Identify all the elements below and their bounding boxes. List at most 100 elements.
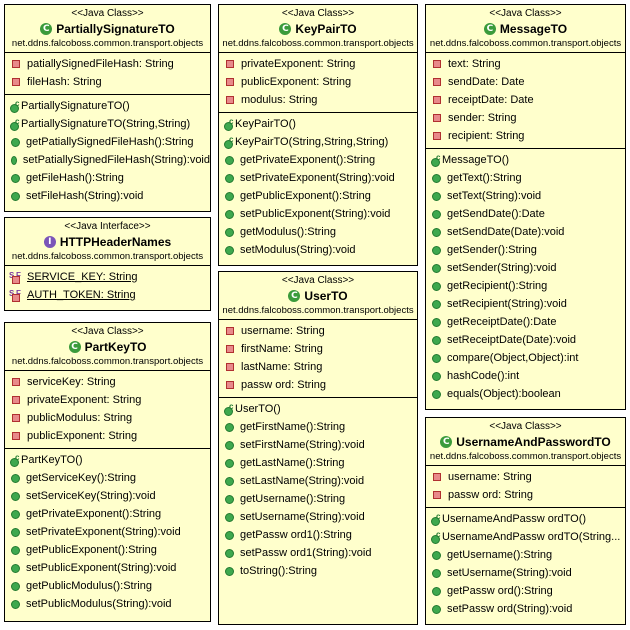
static-final-field-icon: SF bbox=[9, 271, 23, 284]
private-field-icon bbox=[433, 114, 441, 122]
method-row: getSendDate():Date bbox=[426, 205, 625, 223]
field-row: recipient: String bbox=[426, 127, 625, 145]
public-method-icon bbox=[225, 245, 234, 255]
field-row: firstName: String bbox=[219, 340, 417, 358]
method-row: getRecipient():String bbox=[426, 277, 625, 295]
public-method-icon bbox=[432, 389, 441, 399]
method-row: setPrivateExponent(String):void bbox=[219, 169, 417, 187]
method-row: getPublicModulus():String bbox=[5, 577, 210, 595]
public-method-icon bbox=[225, 422, 234, 432]
stereotype: <<Java Class>> bbox=[281, 8, 355, 19]
field-row: publicExponent: String bbox=[219, 73, 417, 91]
method-row: getUsername():String bbox=[426, 546, 625, 564]
private-field-icon bbox=[433, 60, 441, 68]
public-method-icon bbox=[432, 550, 441, 560]
fields-section: username: String firstName: String lastN… bbox=[219, 320, 417, 398]
method-row: setUsername(String):void bbox=[426, 564, 625, 582]
public-method-icon bbox=[432, 245, 441, 255]
private-field-icon bbox=[12, 78, 20, 86]
method-row: getPatiallySignedFileHash():String bbox=[5, 133, 210, 151]
static-final-field-icon: SF bbox=[9, 289, 23, 302]
public-method-icon bbox=[225, 227, 234, 237]
method-row: getLastName():String bbox=[219, 454, 417, 472]
public-method-icon bbox=[225, 440, 234, 450]
field-row: fileHash: String bbox=[5, 73, 210, 91]
public-method-icon bbox=[11, 173, 20, 183]
public-method-icon bbox=[432, 353, 441, 363]
constructor-icon: c bbox=[430, 530, 442, 544]
method-row: setModulus(String):void bbox=[219, 241, 417, 259]
public-method-icon bbox=[11, 191, 20, 201]
method-row: getServiceKey():String bbox=[5, 469, 210, 487]
private-field-icon bbox=[433, 473, 441, 481]
fields-section: patiallySignedFileHash: String fileHash:… bbox=[5, 53, 210, 95]
private-field-icon bbox=[226, 345, 234, 353]
method-row: setReceiptDate(Date):void bbox=[426, 331, 625, 349]
field-row: lastName: String bbox=[219, 358, 417, 376]
stereotype: <<Java Class>> bbox=[71, 8, 144, 19]
method-row: setFirstName(String):void bbox=[219, 436, 417, 454]
package-name: net.ddns.falcoboss.common.transport.obje… bbox=[222, 305, 414, 316]
constant-row: SFSERVICE_KEY: String bbox=[5, 268, 210, 286]
method-row: setPassw ord1(String):void bbox=[219, 544, 417, 562]
constructor-icon: c bbox=[430, 512, 442, 526]
public-method-icon bbox=[432, 299, 441, 309]
package-name: net.ddns.falcoboss.common.transport.obje… bbox=[429, 38, 622, 49]
method-row: toString():String bbox=[219, 562, 417, 580]
constants-section: SFSERVICE_KEY: String SFAUTH_TOKEN: Stri… bbox=[5, 266, 210, 307]
public-method-icon bbox=[432, 568, 441, 578]
private-field-icon bbox=[226, 363, 234, 371]
public-method-icon bbox=[11, 527, 20, 537]
method-row: getSender():String bbox=[426, 241, 625, 259]
field-row: username: String bbox=[426, 468, 625, 486]
private-field-icon bbox=[433, 132, 441, 140]
method-row: setPrivateExponent(String):void bbox=[5, 523, 210, 541]
private-field-icon bbox=[226, 60, 234, 68]
public-method-icon bbox=[225, 530, 234, 540]
public-method-icon bbox=[11, 581, 20, 591]
fields-section: privateExponent: String publicExponent: … bbox=[219, 53, 417, 113]
public-method-icon bbox=[225, 209, 234, 219]
public-method-icon bbox=[432, 371, 441, 381]
field-row: publicModulus: String bbox=[5, 409, 210, 427]
method-row: setPatiallySignedFileHash(String):void bbox=[5, 151, 210, 169]
fields-section: serviceKey: String privateExponent: Stri… bbox=[5, 371, 210, 449]
method-row: getPublicExponent():String bbox=[219, 187, 417, 205]
constructor-icon: c bbox=[223, 135, 235, 149]
private-field-icon bbox=[12, 414, 20, 422]
stereotype: <<Java Class>> bbox=[281, 275, 355, 286]
public-method-icon bbox=[432, 209, 441, 219]
class-icon: C bbox=[40, 23, 53, 35]
method-row: getReceiptDate():Date bbox=[426, 313, 625, 331]
field-row: publicExponent: String bbox=[5, 427, 210, 445]
constructor-icon: c bbox=[9, 453, 21, 467]
private-field-icon bbox=[12, 378, 20, 386]
stereotype: <<Java Class>> bbox=[71, 326, 144, 337]
stereotype: <<Java Class>> bbox=[489, 421, 562, 432]
method-row: setPassw ord(String):void bbox=[426, 600, 625, 618]
class-icon: C bbox=[279, 23, 292, 35]
public-method-icon bbox=[432, 227, 441, 237]
